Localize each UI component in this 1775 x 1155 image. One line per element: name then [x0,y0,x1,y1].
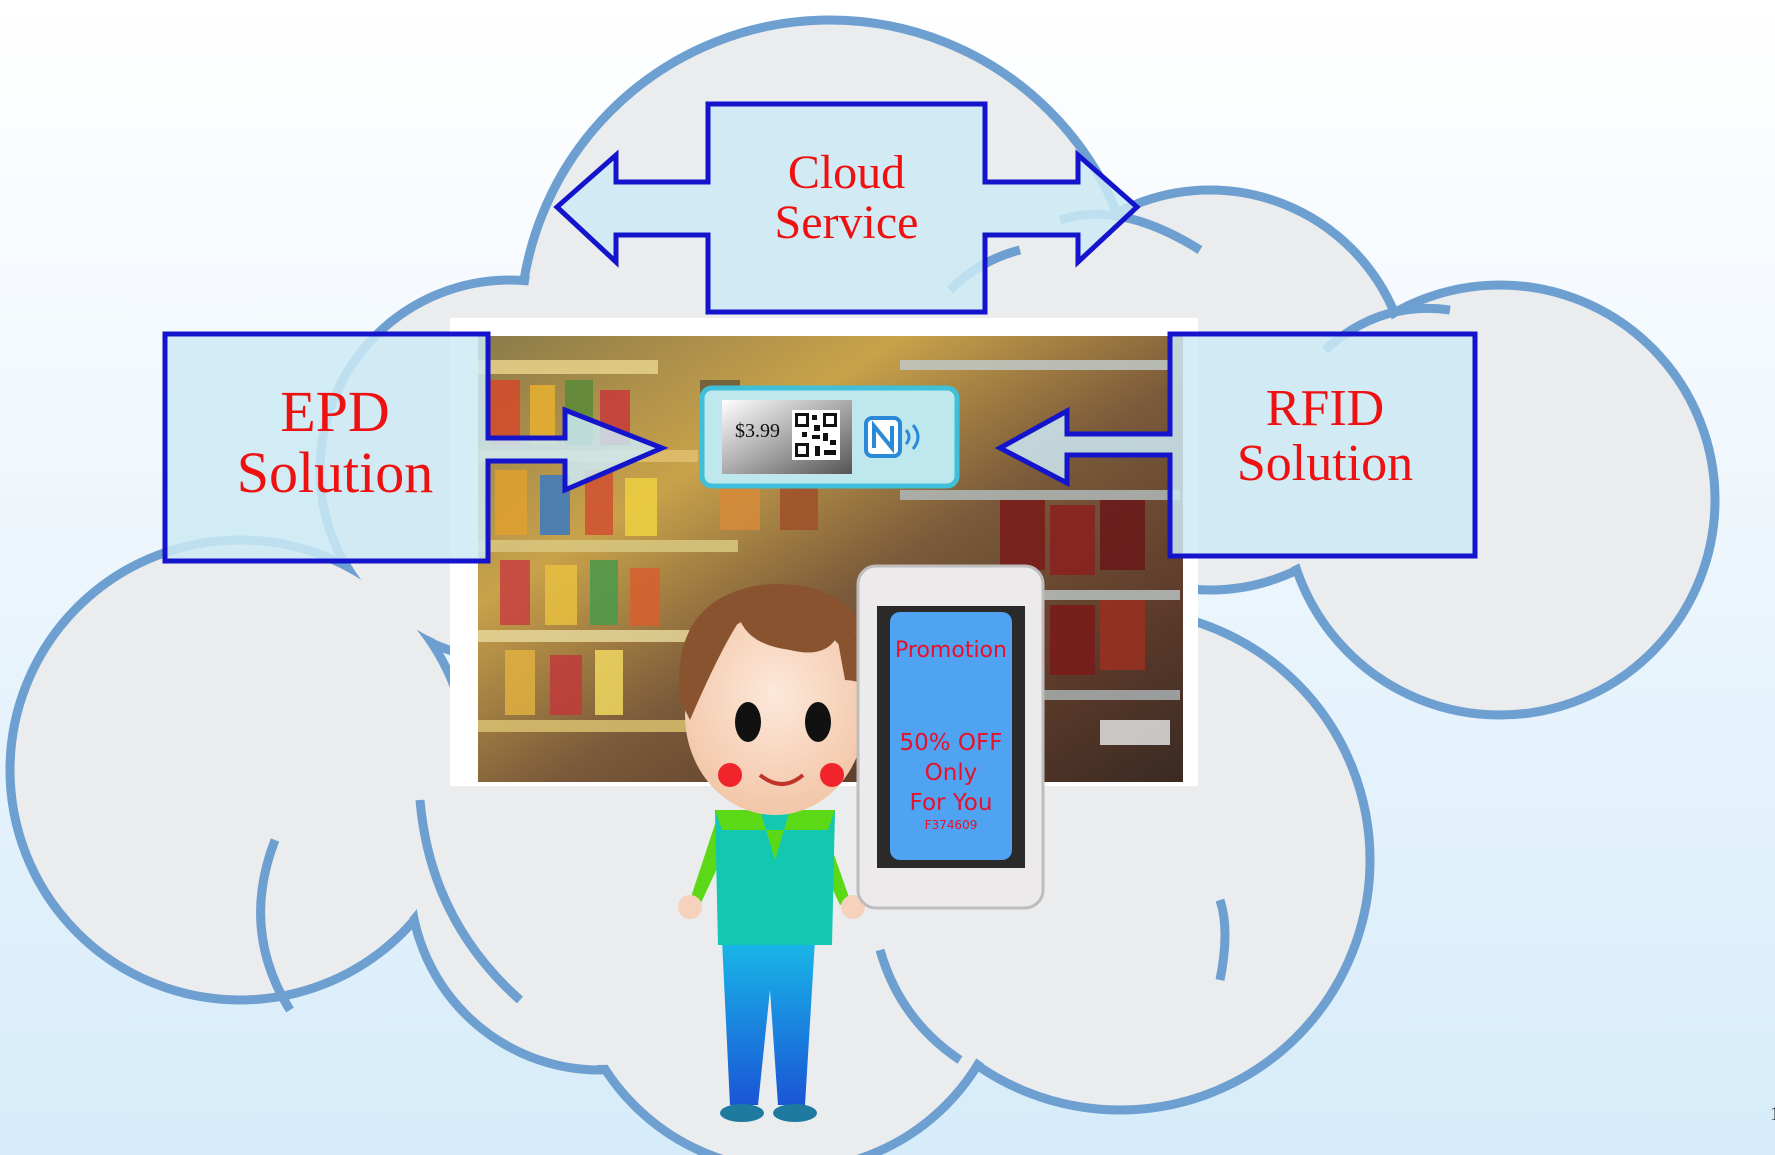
promotion-headline: Promotion [895,638,1007,663]
rfid-solution-line1: RFID [1265,380,1385,437]
cloud-service-line2: Service [774,196,919,250]
phone-promotion: Promotion [890,638,1012,663]
rfid-solution-line2: Solution [1236,434,1414,492]
page-number: 1 [1770,1103,1775,1125]
epd-solution-line1: EPD [280,379,390,444]
cloud-service-label: Cloud Service [708,146,985,250]
cloud-service-line1: Cloud [787,146,906,199]
epd-solution-label: EPD Solution [200,379,470,505]
smartphone [856,564,1045,910]
epd-callout [162,331,669,564]
qr-code-icon [792,410,840,460]
nfc-icon [864,416,920,458]
phone-offer: 50% OFF Only For You F374609 [890,728,1012,832]
shopper-figure [678,584,885,1122]
offer-code: F374609 [924,818,978,832]
offer-line-1: 50% OFF [899,730,1003,756]
offer-line-2: Only [924,760,978,786]
rfid-solution-label: RFID Solution [1190,380,1460,492]
electronic-shelf-label: $3.99 [699,385,960,489]
cloud-service-arrow [553,101,1141,315]
epd-solution-line2: Solution [236,439,434,505]
price-text: $3.99 [735,420,780,442]
offer-line-3: For You [909,790,993,816]
rfid-callout [994,331,1478,559]
